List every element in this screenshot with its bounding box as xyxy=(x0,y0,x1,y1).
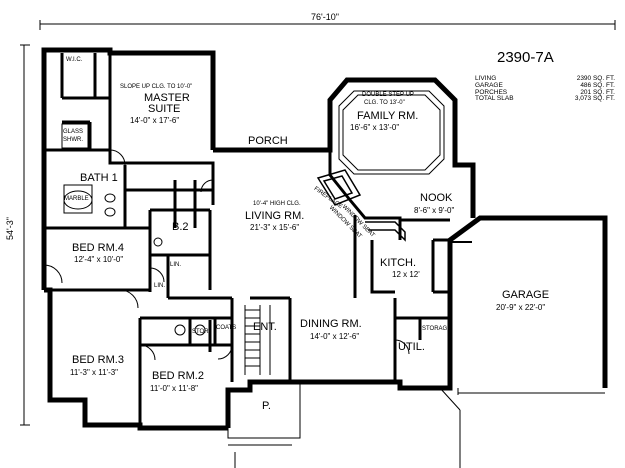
master-dimensions: 14'-0" x 17'-6" xyxy=(130,116,180,125)
bath-fixtures xyxy=(61,123,206,336)
porch-label: PORCH xyxy=(248,135,288,147)
nook-dimensions: 8'-6" x 9'-0" xyxy=(414,206,455,215)
area-row: PORCHES 201 SQ. FT. xyxy=(475,88,615,97)
family-note-line2: CLG. TO 13'-0" xyxy=(364,100,405,106)
kitchen-bar xyxy=(365,221,406,242)
bed3-dimensions: 11'-3" x 11'-3" xyxy=(70,368,119,377)
garage-name: GARAGE xyxy=(502,289,550,301)
area-label: LIVING xyxy=(475,75,497,82)
kitchen-dimensions: 12 x 12' xyxy=(392,270,420,279)
area-value: 486 SQ. FT. xyxy=(580,81,615,89)
area-table: LIVING 2390 SQ. FT. GARAGE 486 SQ. FT. P… xyxy=(475,75,615,103)
storage-closet-label: STOR. xyxy=(192,329,211,335)
bed4-dimensions: 12'-4" x 10'-0" xyxy=(74,255,124,264)
area-row: LIVING 2390 SQ. FT. xyxy=(475,75,615,83)
front-porch-label: P. xyxy=(262,400,271,412)
overall-width-label: 76'-10" xyxy=(311,12,339,22)
glass-shower-label-1: GLASS xyxy=(63,129,84,135)
door-swings xyxy=(43,149,410,361)
dining-room-dimensions: 14'-0" x 12'-6" xyxy=(310,332,360,341)
storage-label: STORAGE xyxy=(422,326,452,332)
family-tray-ceiling xyxy=(338,90,445,175)
entry-stairs xyxy=(244,305,271,375)
plan-number: 2390-7A xyxy=(497,49,554,66)
overall-depth-dimension xyxy=(20,44,30,426)
bath1-label: BATH 1 xyxy=(80,172,118,184)
area-row: TOTAL SLAB 3,073 SQ. FT. xyxy=(475,96,615,103)
living-room-name: LIVING RM. xyxy=(245,210,305,222)
interior-walls xyxy=(44,53,450,425)
nook-name: NOOK xyxy=(420,192,453,204)
coats-closet-label: COATS xyxy=(216,325,237,331)
family-note-line1: DOUBLE STEP UP xyxy=(362,92,414,98)
bath2-label: B.2 xyxy=(172,221,189,233)
family-room-name: FAMILY RM. xyxy=(357,110,419,122)
linen-label-2: LIN. xyxy=(170,262,182,268)
bed2-name: BED RM.2 xyxy=(152,370,204,382)
wic-label: W.I.C. xyxy=(66,57,83,63)
glass-shower-label-2: SHWR. xyxy=(63,137,83,143)
bed3-name: BED RM.3 xyxy=(72,354,124,366)
fireplace xyxy=(316,169,362,206)
master-name-line2: SUITE xyxy=(148,103,181,115)
dining-room-name: DINING RM. xyxy=(300,318,362,330)
master-name-line1: MASTER xyxy=(144,92,190,104)
entry-label: ENT. xyxy=(253,321,277,333)
living-room-dimensions: 21'-3" x 15'-6" xyxy=(250,223,300,232)
garage-dimensions: 20'-9" x 22'-0" xyxy=(496,303,546,312)
garage-walls xyxy=(445,215,608,395)
living-ceiling-note: 10'-4" HIGH CLG. xyxy=(253,201,301,207)
area-value: 201 SQ. FT. xyxy=(580,88,615,96)
area-row: GARAGE 486 SQ. FT. xyxy=(475,81,615,90)
area-label: GARAGE xyxy=(475,81,503,89)
master-ceiling-note: SLOPE UP CLG. TO 10'-0" xyxy=(120,84,193,90)
marble-tub-label: MARBLE xyxy=(64,196,89,202)
front-porch xyxy=(227,382,461,468)
area-value: 3,073 SQ. FT. xyxy=(574,95,615,103)
overall-depth-label: 54'-3" xyxy=(5,217,15,240)
area-value: 2390 SQ. FT. xyxy=(576,75,615,82)
utility-label: UTIL. xyxy=(398,341,425,353)
bed4-name: BED RM.4 xyxy=(72,242,124,254)
area-label: TOTAL SLAB xyxy=(475,95,514,103)
area-label: PORCHES xyxy=(475,88,508,96)
bed2-dimensions: 11'-0" x 11'-8" xyxy=(150,384,199,393)
family-room-dimensions: 16'-6" x 13'-0" xyxy=(350,123,400,132)
linen-label-1: LIN. xyxy=(154,283,166,289)
overall-width-dimension xyxy=(39,20,616,30)
kitchen-name: KITCH. xyxy=(380,257,417,269)
